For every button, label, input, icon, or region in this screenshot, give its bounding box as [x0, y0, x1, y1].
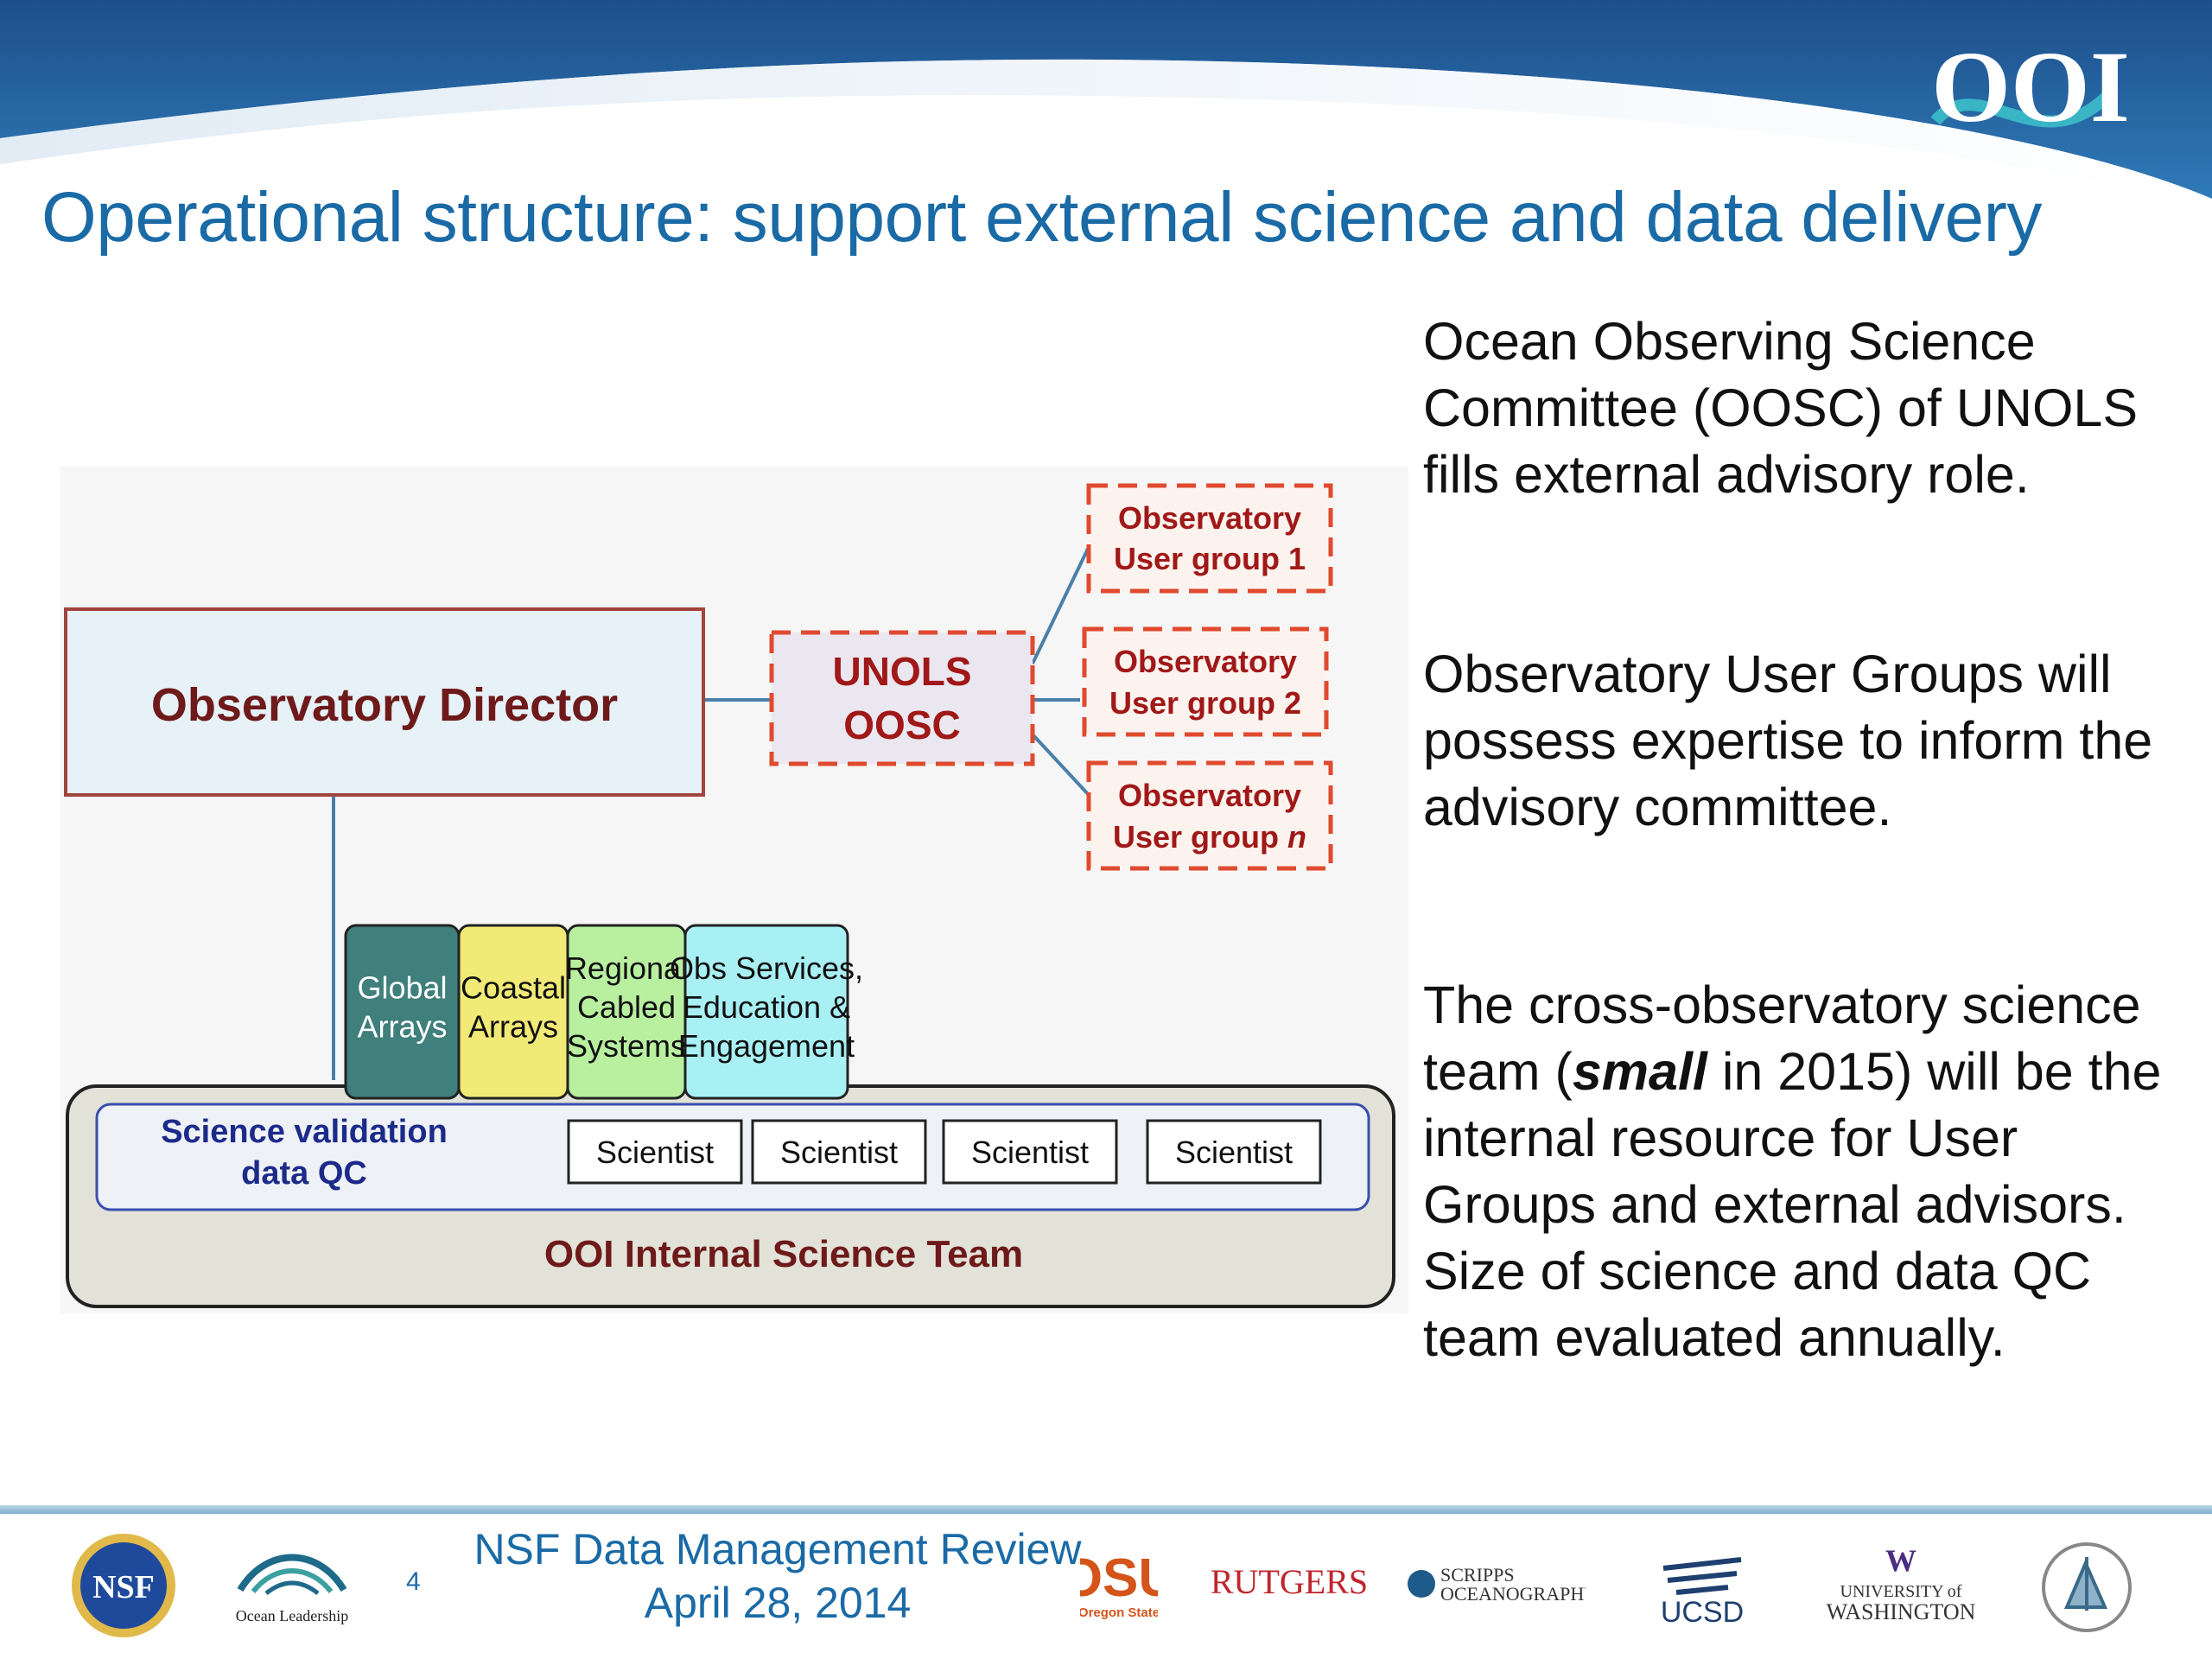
uw-logo-line2: WASHINGTON [1827, 1599, 1976, 1624]
scientist-row: Scientist Scientist Scientist Scientist [567, 1119, 1322, 1185]
connector-unols-group1 [1031, 546, 1090, 664]
user-group-2: Observatory User group 2 [1082, 626, 1329, 737]
user-group-1-line2: User group 1 [1114, 541, 1306, 576]
p3-emphasis: small [1572, 1042, 1707, 1101]
ooi-logo-text: OOI [1931, 35, 2130, 143]
p3-text-start: The cross-observatory science team ( [1423, 976, 2141, 1101]
scientist-box-4: Scientist [1146, 1119, 1322, 1185]
osu-logo: OSU Oregon State [1061, 1542, 1177, 1629]
category-row: GlobalArraysCoastalArraysRegionalCabledS… [344, 924, 863, 1100]
category-label-2-line2: Arrays [468, 1009, 558, 1045]
validation-label-line1: Science validation [161, 1114, 448, 1150]
connector-unols-groupn [1031, 733, 1090, 797]
unols-oosc-box [769, 630, 1035, 766]
scripps-logo-text: SCRIPPS [1440, 1564, 1515, 1586]
osu-logo-text: OSU [1080, 1548, 1158, 1608]
body-paragraph-1: Ocean Observing Science Committee (OOSC)… [1423, 312, 2139, 504]
footer-rule [0, 1505, 2212, 1514]
scientist-label-2: Scientist [780, 1135, 898, 1170]
user-group-n: Observatory User group n [1086, 760, 1333, 871]
p3-text-end: in 2015) will be the internal resource f… [1423, 1042, 2162, 1367]
scientist-label-4: Scientist [1175, 1135, 1293, 1170]
footer-title: NSF Data Management Review April 28, 201… [406, 1522, 1149, 1630]
page-number: 4 [406, 1567, 421, 1596]
slide-title: Operational structure: support external … [41, 178, 2042, 257]
osu-logo-sub: Oregon State [1080, 1605, 1158, 1620]
user-group-2-line2: User group 2 [1109, 685, 1301, 721]
ocean-leadership-text: Ocean Leadership [236, 1607, 348, 1624]
category-label-4-line1: Obs Services, [670, 950, 863, 986]
ucsd-logo-text: UCSD [1661, 1596, 1744, 1629]
category-label-3-line2: Cabled [577, 989, 676, 1025]
nsf-logo-text: NSF [92, 1569, 155, 1605]
category-label-2-line1: Coastal [461, 970, 566, 1006]
category-label-1-line2: Arrays [357, 1009, 447, 1045]
team-label: OOI Internal Science Team [544, 1233, 1023, 1275]
validation-label-line2: data QC [241, 1155, 367, 1192]
ooi-logo: OOI [1910, 30, 2152, 147]
header-band [0, 0, 2212, 199]
scientist-label-3: Scientist [971, 1135, 1089, 1170]
ocean-leadership-logo: Ocean Leadership [232, 1538, 353, 1633]
user-group-1: Observatory User group 1 [1086, 483, 1333, 594]
scientist-box-1: Scientist [567, 1119, 743, 1185]
category-label-3-line3: Systems [567, 1028, 686, 1064]
director-label: Observatory Director [151, 679, 618, 731]
rutgers-logo: RUTGERS [1211, 1555, 1368, 1616]
body-paragraph-2: Observatory User Groups will possess exp… [1423, 645, 2153, 836]
footer-title-line2: April 28, 2014 [644, 1579, 912, 1627]
user-group-n-line2: User group n [1113, 819, 1306, 855]
whoi-logo [2039, 1540, 2134, 1635]
user-group-n-line1: Observatory [1118, 778, 1301, 813]
category-label-3-line1: Regional [565, 950, 688, 986]
footer-title-line1: NSF Data Management Review [474, 1525, 1082, 1573]
org-diagram: Observatory Director UNOLS OOSC Observat… [60, 467, 1408, 1313]
nsf-logo: NSF [69, 1531, 178, 1640]
uw-logo-line1: UNIVERSITY of [1840, 1582, 1962, 1601]
category-box-4: Obs Services,Education &Engagement [670, 924, 863, 1100]
user-group-2-line1: Observatory [1114, 644, 1297, 679]
user-group-1-line1: Observatory [1118, 500, 1301, 536]
category-label-4-line3: Engagement [678, 1028, 855, 1064]
oosc-label: OOSC [843, 702, 960, 747]
uw-logo: W UNIVERSITY of WASHINGTON [1815, 1540, 1987, 1631]
scripps-logo: SCRIPPS OCEANOGRAPHY [1404, 1555, 1598, 1616]
category-label-1-line1: Global [357, 970, 447, 1006]
uw-logo-mark: W [1885, 1543, 1916, 1578]
scientist-box-3: Scientist [942, 1119, 1118, 1185]
director-box [64, 607, 705, 797]
scientist-label-1: Scientist [596, 1135, 714, 1170]
scripps-logo-sub: OCEANOGRAPHY [1440, 1583, 1586, 1605]
unols-label: UNOLS [833, 649, 972, 694]
rutgers-logo-text: RUTGERS [1211, 1562, 1367, 1601]
scientist-box-2: Scientist [751, 1119, 927, 1185]
category-label-4-line2: Education & [683, 989, 850, 1025]
ucsd-logo: UCSD [1646, 1542, 1758, 1629]
body-paragraph-3: The cross-observatory science team (smal… [1423, 972, 2183, 1371]
